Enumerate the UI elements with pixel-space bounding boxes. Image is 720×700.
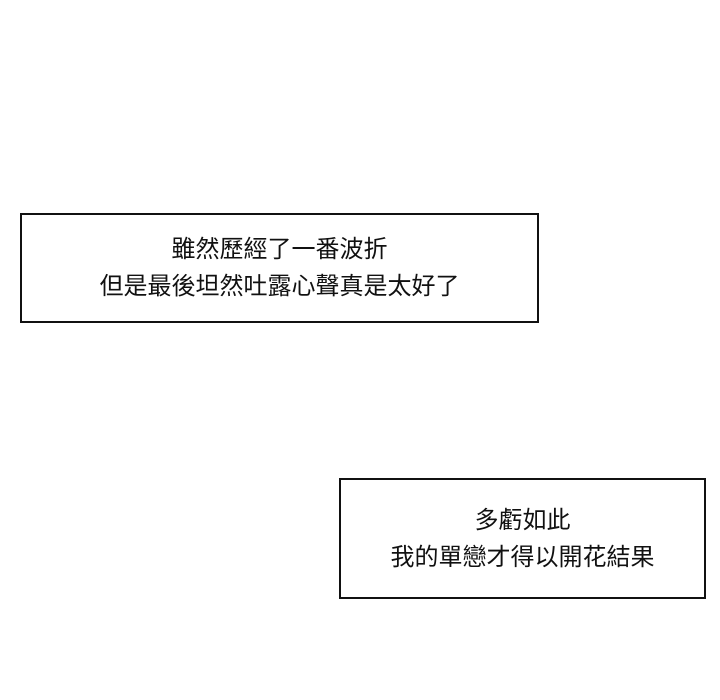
- caption-box-2: 多虧如此 我的單戀才得以開花結果: [339, 478, 706, 599]
- caption-box-1: 雖然歷經了一番波折 但是最後坦然吐露心聲真是太好了: [20, 213, 539, 323]
- caption-line: 但是最後坦然吐露心聲真是太好了: [99, 272, 460, 300]
- caption-line: 多虧如此: [474, 505, 571, 534]
- caption-line: 我的單戀才得以開花結果: [390, 542, 655, 571]
- caption-line: 雖然歷經了一番波折: [171, 235, 388, 263]
